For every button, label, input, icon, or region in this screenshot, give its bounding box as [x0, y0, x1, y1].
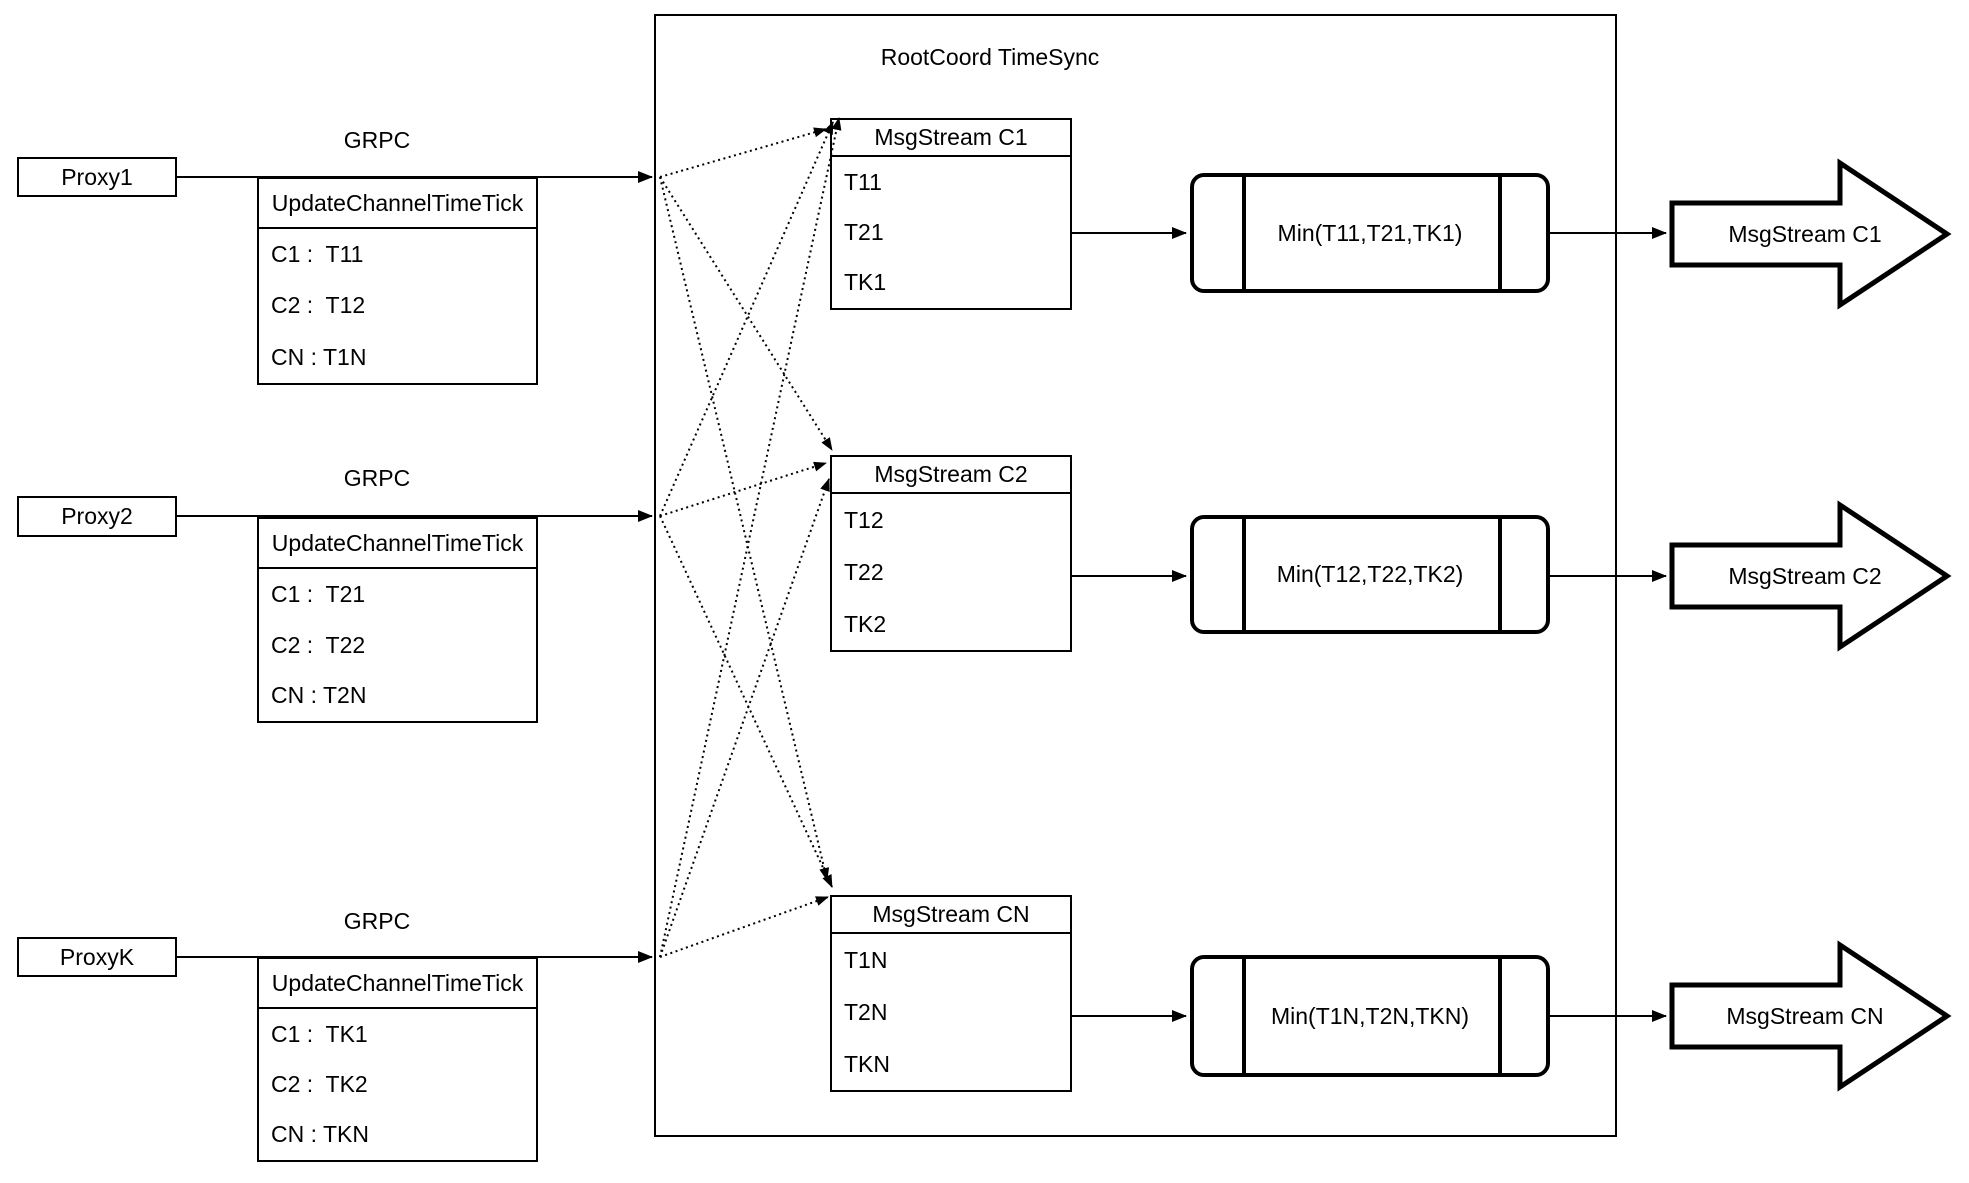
min-box-divider [1498, 519, 1502, 630]
proxy-box-3: ProxyK [17, 937, 177, 977]
table-header: UpdateChannelTimeTick [259, 959, 536, 1009]
min-label: Min(T11,T21,TK1) [1277, 219, 1463, 246]
grpc-label-1: GRPC [343, 127, 411, 153]
table-header: UpdateChannelTimeTick [259, 179, 536, 229]
table-body: T12 T22 TK2 [832, 494, 1070, 650]
grpc-label-3: GRPC [343, 908, 411, 934]
table-row: CN : T2N [271, 682, 367, 709]
table-row: CN : TKN [271, 1121, 369, 1148]
output-arrow-label-2: MsgStream C2 [1728, 563, 1882, 589]
table-header: MsgStream CN [832, 897, 1070, 934]
min-label: Min(T1N,T2N,TKN) [1270, 1002, 1470, 1029]
table-row: TK2 [844, 610, 887, 637]
proxy-label: ProxyK [59, 943, 135, 970]
output-arrow-label-1: MsgStream C1 [1728, 221, 1882, 247]
table-row: TK1 [844, 269, 887, 296]
table-row: C1 : T21 [271, 580, 366, 607]
output-arrow-label-3: MsgStream CN [1726, 1003, 1884, 1029]
table-row: T22 [844, 558, 884, 585]
table-row: T11 [844, 168, 882, 195]
table-body: T11 T21 TK1 [832, 157, 1070, 308]
min-box-divider [1498, 177, 1502, 289]
min-box-1: Min(T11,T21,TK1) [1190, 173, 1550, 293]
table-row: TKN [844, 1050, 890, 1077]
msgstream-table-cn: MsgStream CN T1N T2N TKN [830, 895, 1072, 1092]
table-row: C2 : T12 [271, 292, 366, 319]
min-box-divider [1242, 959, 1246, 1073]
table-header: UpdateChannelTimeTick [259, 519, 536, 569]
min-box-divider [1242, 177, 1246, 289]
table-header: MsgStream C1 [832, 120, 1070, 157]
table-body: T1N T2N TKN [832, 934, 1070, 1090]
min-box-3: Min(T1N,T2N,TKN) [1190, 955, 1550, 1077]
min-label: Min(T12,T22,TK2) [1276, 561, 1464, 587]
proxy-label: Proxy1 [61, 163, 133, 190]
table-row: CN : T1N [271, 343, 367, 370]
table-row: T21 [844, 218, 884, 245]
update-channel-timetick-table-2: UpdateChannelTimeTick C1 : T21 C2 : T22 … [257, 517, 538, 723]
table-row: T1N [844, 946, 888, 973]
min-box-divider [1498, 959, 1502, 1073]
table-row: C2 : TK2 [271, 1070, 368, 1097]
proxy-label: Proxy2 [61, 503, 133, 529]
update-channel-timetick-table-3: UpdateChannelTimeTick C1 : TK1 C2 : TK2 … [257, 957, 538, 1162]
table-row: C1 : TK1 [271, 1020, 368, 1047]
proxy-box-2: Proxy2 [17, 496, 177, 537]
table-header: MsgStream C2 [832, 457, 1070, 494]
table-body: C1 : T11 C2 : T12 CN : T1N [259, 229, 536, 383]
min-box-divider [1242, 519, 1246, 630]
table-row: C1 : T11 [271, 241, 364, 268]
msgstream-table-c2: MsgStream C2 T12 T22 TK2 [830, 455, 1072, 652]
proxy-box-1: Proxy1 [17, 157, 177, 197]
msgstream-table-c1: MsgStream C1 T11 T21 TK1 [830, 118, 1072, 310]
min-box-2: Min(T12,T22,TK2) [1190, 515, 1550, 634]
grpc-label-2: GRPC [343, 465, 411, 491]
table-row: C2 : T22 [271, 631, 366, 658]
update-channel-timetick-table-1: UpdateChannelTimeTick C1 : T11 C2 : T12 … [257, 177, 538, 385]
table-row: T12 [844, 506, 884, 533]
rootcoord-title: RootCoord TimeSync [880, 44, 1100, 70]
table-row: T2N [844, 998, 888, 1025]
table-body: C1 : T21 C2 : T22 CN : T2N [259, 569, 536, 721]
table-body: C1 : TK1 C2 : TK2 CN : TKN [259, 1009, 536, 1160]
